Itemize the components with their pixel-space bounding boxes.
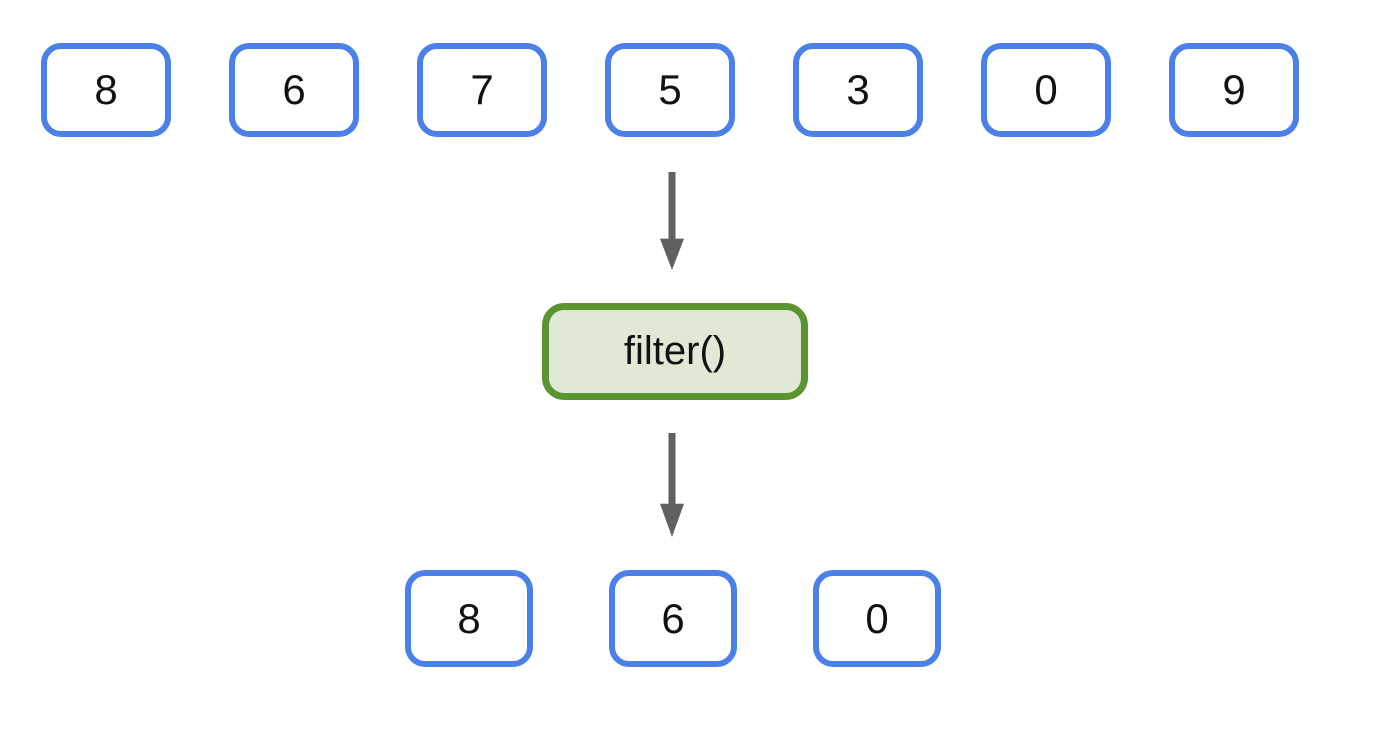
- output-value-box: 0: [813, 570, 941, 667]
- input-value-box: 6: [229, 43, 359, 137]
- input-value-box: 7: [417, 43, 547, 137]
- down-arrow-icon: [658, 172, 686, 270]
- down-arrow-icon: [658, 433, 686, 537]
- input-value-box: 3: [793, 43, 923, 137]
- input-value-box: 5: [605, 43, 735, 137]
- input-value-box: 9: [1169, 43, 1299, 137]
- input-value-box: 0: [981, 43, 1111, 137]
- output-value-box: 8: [405, 570, 533, 667]
- input-value-box: 8: [41, 43, 171, 137]
- filter-function-box: filter(): [542, 303, 808, 400]
- output-value-box: 6: [609, 570, 737, 667]
